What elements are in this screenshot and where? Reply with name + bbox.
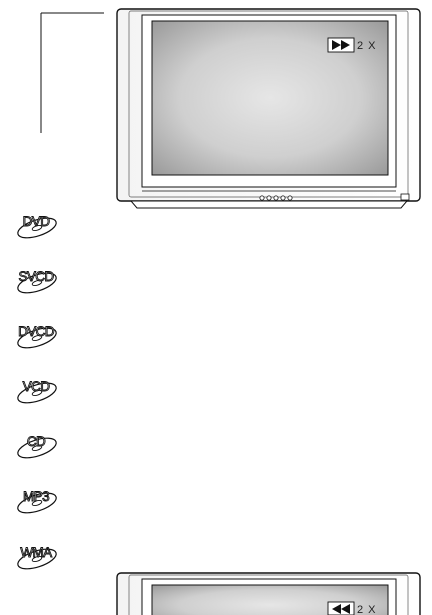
power-indicator (401, 194, 409, 200)
bottom-tv: 2 X (117, 573, 420, 615)
disc-format-label: WMA (20, 545, 52, 560)
callout-bracket (41, 13, 104, 133)
disc-badge-vcd: VCD (16, 379, 59, 407)
disc-badge-wma: WMA (16, 545, 59, 573)
disc-format-label: MP3 (23, 489, 49, 504)
disc-format-label: CD (27, 434, 46, 449)
tv-base (131, 201, 407, 208)
disc-format-label: DVD (23, 214, 51, 229)
osd-speed-text: 2 X (357, 40, 377, 52)
disc-badge-dvcd: DVCD (16, 324, 59, 352)
rewind-icon (328, 602, 354, 615)
disc-badge-dvd: DVD (16, 214, 59, 242)
disc-badge-mp3: MP3 (16, 489, 59, 517)
fast-forward-icon (328, 38, 354, 52)
top-tv: 2 X (117, 9, 420, 208)
disc-format-label: VCD (23, 379, 51, 394)
osd-speed-text: 2 X (357, 604, 377, 615)
disc-badge-cd: CD (16, 434, 59, 462)
disc-format-label: SVCD (18, 269, 54, 284)
disc-badge-svcd: SVCD (16, 269, 59, 297)
disc-format-label: DVCD (18, 324, 55, 339)
